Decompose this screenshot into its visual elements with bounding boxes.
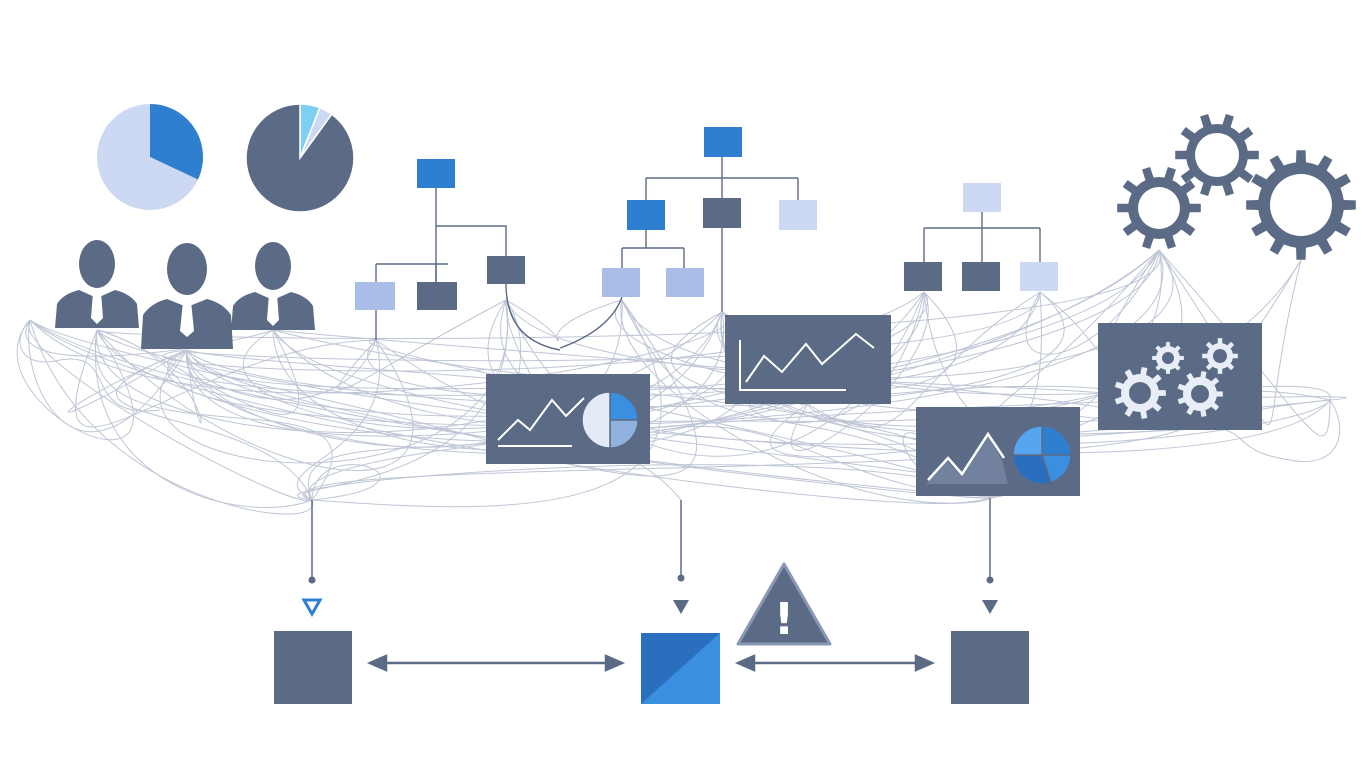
pie-slice — [150, 104, 203, 180]
connector-line — [75, 329, 377, 428]
warning-triangle-icon: ! — [736, 562, 832, 646]
org-node — [963, 183, 1001, 212]
pie-chart-icon — [1012, 425, 1072, 485]
pie-slice — [1041, 425, 1072, 456]
connector-line — [1025, 249, 1160, 355]
gear-cluster — [1114, 338, 1238, 419]
people-group — [55, 240, 315, 349]
org-node — [417, 282, 457, 310]
line-chart-icon — [927, 431, 1006, 481]
connector-line — [116, 349, 313, 501]
connector-line — [94, 329, 333, 501]
chart-panel — [916, 407, 1080, 496]
connector-line — [790, 291, 929, 451]
process-box-left — [274, 631, 352, 704]
connector-line — [96, 329, 1331, 454]
org-chart-icon — [923, 212, 1041, 262]
connector-line — [29, 311, 730, 394]
org-node — [666, 268, 704, 297]
connector-line — [29, 319, 569, 465]
connector-line — [184, 291, 1041, 362]
connector-line — [96, 329, 299, 415]
org-node — [627, 200, 665, 230]
connector-line — [16, 319, 134, 441]
pie-slice — [97, 104, 198, 210]
business-person-icon — [231, 242, 315, 330]
org-node — [779, 200, 817, 230]
connector-line — [242, 311, 723, 430]
arrow-head-icon — [301, 598, 323, 618]
pie-chart-icon — [245, 103, 355, 213]
connector-line — [297, 464, 999, 501]
connector-line — [186, 291, 1065, 407]
org-node — [703, 198, 741, 228]
org-node — [1020, 262, 1058, 291]
chart-panel — [725, 315, 891, 404]
pie-slice — [581, 391, 611, 449]
gear-icon — [1202, 338, 1238, 374]
pie-chart-icon — [581, 391, 639, 449]
gear-panel — [1098, 323, 1262, 430]
connector-line — [308, 311, 723, 501]
business-person-icon — [55, 240, 139, 328]
connector-line — [620, 299, 999, 504]
org-node — [602, 268, 640, 297]
pie-chart-icon — [97, 104, 203, 210]
connector-line — [337, 299, 507, 391]
connector-line — [302, 299, 508, 501]
pie-slice — [609, 419, 639, 449]
connector-line — [621, 249, 1174, 379]
org-node — [487, 256, 525, 284]
connector-line — [567, 299, 698, 477]
connector-line — [28, 319, 313, 502]
line-chart-icon — [497, 397, 585, 441]
gear-icon — [1114, 367, 1166, 419]
chart-panel — [486, 374, 650, 464]
gear-cluster — [1117, 113, 1356, 260]
arrow-head-icon — [982, 600, 998, 614]
org-node — [962, 262, 1000, 291]
process-box-center — [641, 633, 720, 704]
connector-line — [311, 299, 662, 508]
connector-line — [807, 291, 1041, 429]
gear-icon — [1177, 371, 1223, 417]
pie-slice — [1012, 454, 1052, 485]
gear-icon — [1246, 150, 1356, 260]
pie-slice — [609, 391, 639, 421]
org-chart-icon — [559, 157, 799, 349]
business-person-icon — [141, 243, 233, 349]
org-node — [417, 159, 455, 188]
arrow-head-icon — [673, 600, 689, 614]
gear-icon — [1117, 166, 1201, 250]
connector-line — [96, 329, 202, 424]
warning-symbol: ! — [774, 594, 794, 645]
pie-slice — [245, 103, 355, 213]
line-chart-icon — [745, 332, 875, 383]
connector-line — [29, 319, 314, 515]
org-node — [704, 127, 742, 157]
gear-icon — [1152, 342, 1184, 374]
connector-line — [186, 339, 377, 400]
connector-line — [94, 329, 313, 509]
org-node — [904, 262, 942, 291]
connector-line — [505, 299, 623, 342]
connector-line — [96, 329, 414, 472]
connector-line — [296, 339, 381, 501]
gear-icon — [1175, 113, 1259, 197]
pie-slice — [1012, 425, 1043, 456]
connector-line — [19, 319, 161, 412]
connector-line — [311, 464, 381, 501]
process-box-right — [951, 631, 1029, 704]
org-node — [355, 282, 395, 310]
connector-line — [308, 396, 1347, 501]
